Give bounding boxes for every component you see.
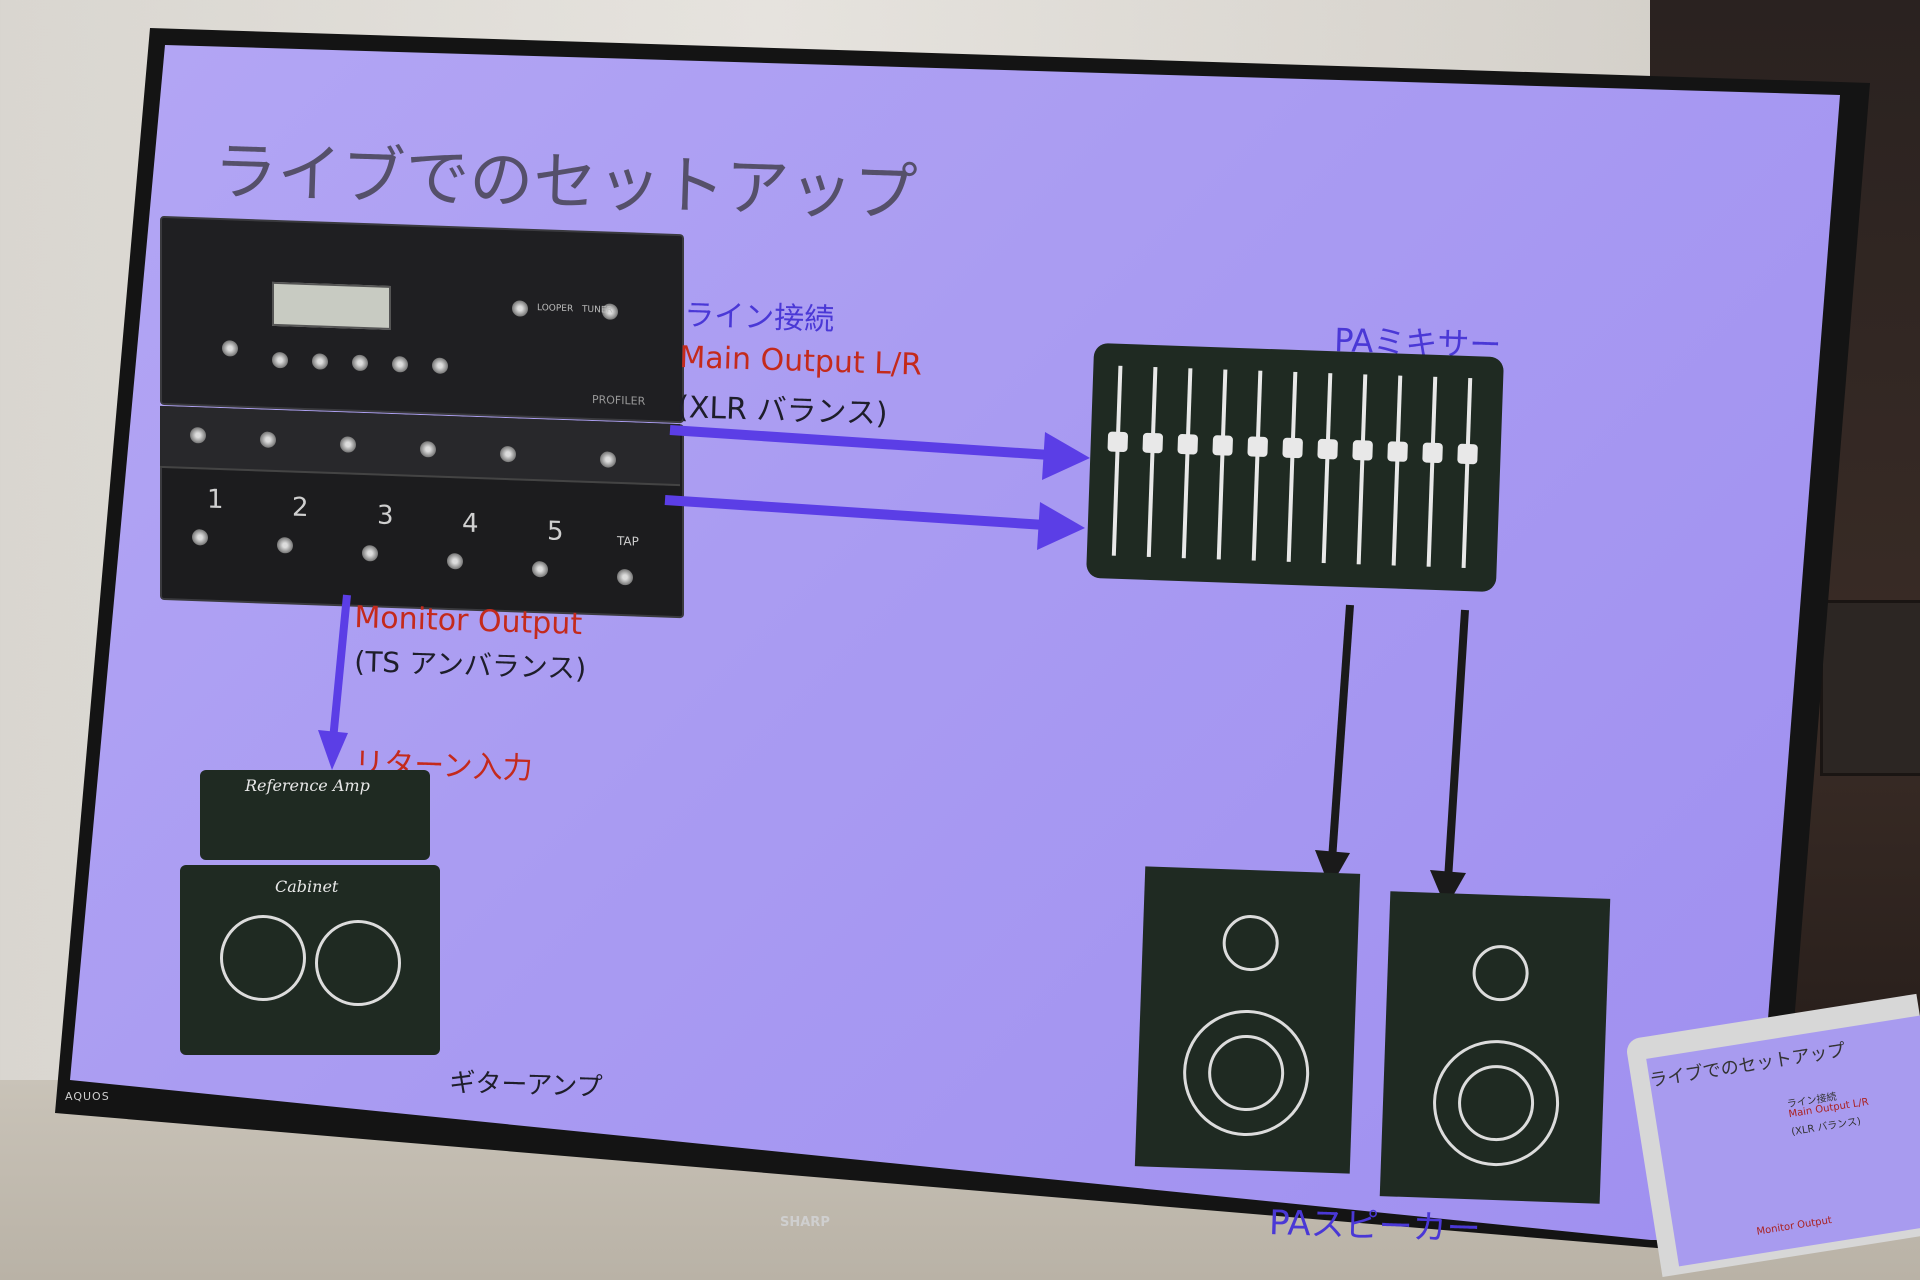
arrow-main-right: [664, 495, 1085, 550]
amp-cab-label: Cabinet: [275, 877, 339, 896]
fader-cap: [1177, 433, 1199, 455]
amp-head-label: Reference Amp: [245, 776, 370, 795]
fader-cap: [1212, 435, 1234, 456]
fader: [1321, 373, 1333, 564]
fader-cap: [1352, 440, 1373, 461]
tv-brand-bottom: SHARP: [780, 1215, 830, 1230]
fader-cap: [1107, 431, 1129, 453]
cab-speaker: [315, 920, 401, 1006]
arrow-mixer-speaker-left: [1315, 604, 1354, 888]
pa-speaker-right: [1379, 891, 1611, 1204]
speaker-grille: [1820, 600, 1920, 776]
fader-cap: [1457, 443, 1478, 465]
amp-cabinet: Cabinet: [180, 865, 440, 1055]
fader: [1426, 376, 1438, 567]
fader: [1146, 366, 1158, 558]
fader: [1216, 369, 1228, 560]
pa-speaker-left: [1134, 866, 1361, 1174]
cab-speaker: [220, 915, 306, 1001]
fader-cap: [1282, 437, 1304, 459]
fader: [1461, 377, 1473, 569]
guitar-amp-icon: Reference Amp Cabinet: [180, 770, 450, 1060]
tweeter: [1471, 944, 1530, 1003]
fader-cap: [1317, 438, 1339, 460]
fader: [1111, 365, 1123, 556]
tweeter: [1221, 914, 1280, 973]
fader: [1251, 370, 1263, 561]
fader-cap: [1422, 442, 1443, 464]
arrow-main-left: [669, 425, 1090, 480]
fader-cap: [1247, 436, 1269, 458]
pa-mixer-icon: [1086, 342, 1504, 593]
tv-brand-left: AQUOS: [65, 1090, 110, 1103]
fader: [1286, 371, 1298, 562]
arrow-monitor-down: [318, 594, 351, 770]
fader: [1181, 368, 1193, 559]
fader: [1356, 374, 1368, 565]
fader: [1391, 375, 1403, 566]
arrow-mixer-speaker-right: [1430, 609, 1469, 908]
laptop: ライブでのセットアップ ライン接続 Main Output L/R (XLR バ…: [1625, 993, 1920, 1278]
fader-cap: [1142, 432, 1164, 454]
fader-cap: [1387, 441, 1408, 462]
amp-head: Reference Amp: [200, 770, 430, 860]
